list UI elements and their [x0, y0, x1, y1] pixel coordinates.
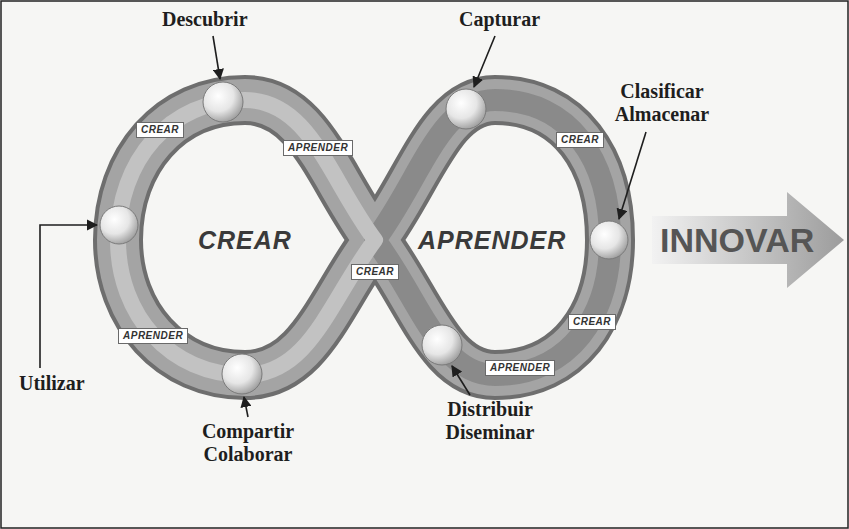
sphere	[203, 82, 243, 122]
loop-band	[118, 100, 610, 375]
step-label: Capturar	[459, 8, 540, 31]
leader-arrow	[619, 132, 646, 219]
step-label: Descubrir	[162, 8, 248, 31]
sphere	[100, 206, 138, 244]
sphere	[590, 221, 628, 259]
leader-arrow	[452, 366, 470, 395]
loop-band-outer	[118, 100, 610, 375]
step-label: Utilizar	[19, 372, 85, 395]
tag-text: CREAR	[356, 266, 394, 278]
tag-text: CREAR	[141, 124, 179, 136]
tag-text: APRENDER	[288, 142, 348, 154]
band-tag: CREAR	[556, 132, 604, 148]
step-label: Clasificar Almacenar	[607, 80, 717, 126]
leader-arrow	[474, 36, 495, 87]
arrow-text: INNOVAR	[660, 220, 814, 260]
band-tag: CREAR	[136, 122, 184, 138]
leader-arrow	[213, 36, 220, 79]
step-label: Compartir Colaborar	[193, 420, 303, 466]
innovar-arrow: INNOVAR	[652, 192, 844, 288]
tag-text: APRENDER	[123, 330, 183, 342]
arrow-body	[652, 192, 844, 288]
band-tag: APRENDER	[118, 328, 188, 344]
band-tag: APRENDER	[283, 140, 353, 156]
step-label: Distribuir Diseminar	[435, 398, 545, 444]
loop-band-left-light	[118, 100, 375, 375]
loop-title: APRENDER	[418, 226, 566, 255]
sphere	[446, 89, 486, 129]
loop-title: CREAR	[198, 226, 292, 255]
sphere	[422, 325, 462, 365]
loop-band-right-shade	[375, 100, 610, 375]
leader-arrow	[244, 397, 248, 417]
tag-text: CREAR	[573, 316, 611, 328]
band-tag: CREAR	[568, 314, 616, 330]
tag-text: CREAR	[561, 134, 599, 146]
band-tag: APRENDER	[485, 360, 555, 376]
band-tag: CREAR	[351, 264, 399, 280]
sphere	[222, 354, 262, 394]
leader-arrow	[40, 225, 97, 368]
tag-text: APRENDER	[490, 362, 550, 374]
